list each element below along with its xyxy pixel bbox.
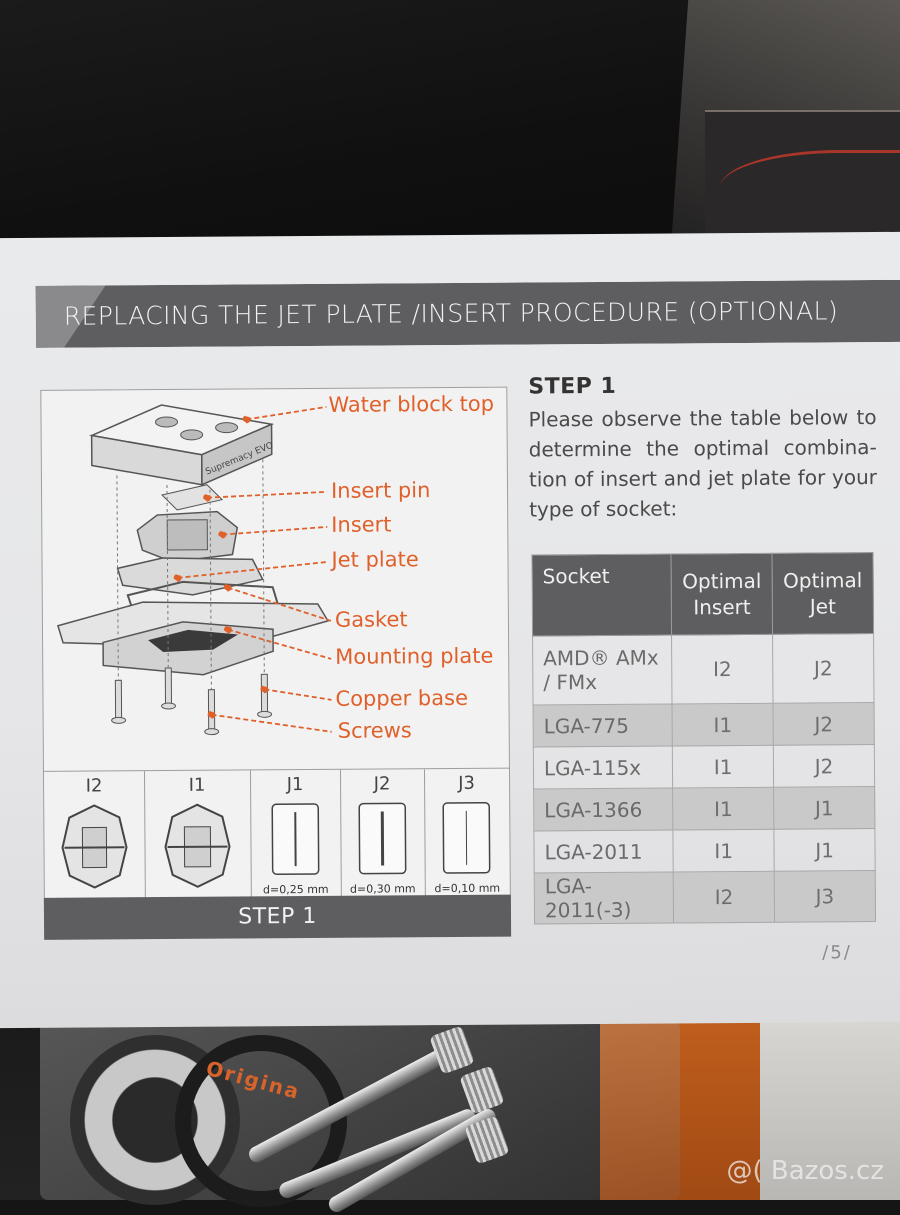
socket-cell: LGA-2011 (534, 830, 673, 873)
variant-j1: J1 d=0,25 mm (250, 770, 342, 899)
callout-gasket: Gasket (335, 607, 408, 632)
insert-i1-shape (144, 796, 251, 897)
page-number: /5/ (822, 942, 852, 963)
callout-water-block-top: Water block top (328, 392, 494, 417)
jet-cell: J2 (773, 634, 874, 704)
callout-insert-pin: Insert pin (331, 478, 431, 503)
table-row: LGA-1366 I1 J1 (534, 787, 875, 831)
jet-j2-shape (340, 795, 425, 876)
table-row: LGA-775 I1 J2 (533, 703, 874, 747)
jet-cell: J3 (774, 871, 875, 923)
exploded-diagram-drawing: Supremacy EVO (41, 388, 509, 771)
variant-note: d=0,10 mm (425, 882, 510, 896)
callout-screws: Screws (338, 718, 412, 743)
insert-i2-shape (44, 797, 145, 898)
header-optimal-jet: Optimal Jet (772, 553, 873, 635)
section-banner: REPLACING THE JET PLATE /INSERT PROCEDUR… (36, 280, 900, 348)
variant-j2: J2 d=0,30 mm (340, 769, 426, 898)
insert-cell: I1 (673, 829, 774, 872)
diagram-step-label: STEP 1 (44, 895, 511, 940)
callout-jet-plate: Jet plate (331, 547, 418, 572)
socket-cell: LGA-115x (533, 746, 672, 789)
header-optimal-insert: Optimal Insert (671, 553, 772, 635)
manual-page: REPLACING THE JET PLATE /INSERT PROCEDUR… (0, 232, 900, 1028)
jet-j1-shape (250, 796, 341, 877)
step-instructions: Please observe the table below to determ… (528, 402, 877, 524)
water-block-top-shape: Supremacy EVO (91, 404, 275, 485)
socket-cell: LGA-1366 (534, 788, 673, 831)
table-row: LGA-115x I1 J2 (533, 745, 874, 789)
variant-j3: J3 d=0,10 mm (424, 769, 510, 898)
callout-insert: Insert (331, 512, 391, 536)
variant-i2: I2 (44, 771, 146, 900)
table-row: LGA-2011 I1 J1 (534, 829, 875, 873)
jet-cell: J2 (773, 745, 874, 788)
watermark: @( Bazos.cz (727, 1156, 885, 1186)
table-row: LGA-2011(-3) I2 J3 (534, 871, 875, 924)
table-row: AMD® AMx / FMx I2 J2 (533, 634, 874, 705)
variant-label: J1 (250, 774, 340, 796)
jet-j3-shape (424, 795, 510, 876)
callout-mounting-plate: Mounting plate (335, 644, 493, 669)
insert-jet-variants: I2 I1 J1 (44, 768, 510, 900)
header-socket: Socket (532, 554, 672, 636)
socket-table: Socket Optimal Insert Optimal Jet AMD® A… (531, 552, 876, 924)
exploded-diagram: Supremacy EVO (40, 387, 511, 927)
step-heading: STEP 1 (528, 374, 616, 400)
jet-cell: J1 (774, 787, 875, 830)
jet-cell: J1 (774, 829, 875, 872)
variant-note: d=0,30 mm (341, 882, 425, 896)
insert-cell: I2 (673, 871, 774, 923)
insert-cell: I1 (672, 703, 773, 746)
table-header-row: Socket Optimal Insert Optimal Jet (532, 553, 874, 636)
variant-label: J3 (424, 773, 509, 795)
variant-label: I2 (44, 775, 144, 797)
variant-i1: I1 (144, 770, 252, 899)
variant-label: J2 (340, 773, 424, 795)
insert-cell: I1 (673, 787, 774, 830)
socket-cell: AMD® AMx / FMx (533, 635, 673, 705)
variant-label: I1 (144, 774, 250, 796)
insert-cell: I2 (672, 634, 773, 704)
section-title: REPLACING THE JET PLATE /INSERT PROCEDUR… (64, 296, 838, 330)
socket-cell: LGA-775 (533, 704, 672, 747)
variant-note: d=0,25 mm (251, 883, 341, 897)
insert-cell: I1 (673, 745, 774, 788)
socket-cell: LGA-2011(-3) (534, 872, 674, 924)
jet-cell: J2 (773, 703, 874, 746)
callout-copper-base: Copper base (335, 686, 468, 711)
